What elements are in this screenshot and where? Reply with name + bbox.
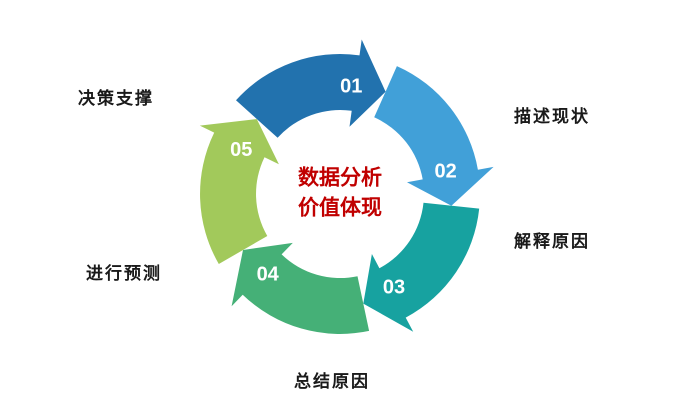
center-title-line2: 价值体现 <box>298 197 382 220</box>
label-explain-reason: 解释原因 <box>514 232 590 251</box>
segment-number-05: 05 <box>230 139 252 161</box>
cycle-arrow-05 <box>199 119 279 264</box>
label-describe-status: 描述现状 <box>514 107 590 126</box>
segment-number-03: 03 <box>383 277 405 299</box>
center-title-line1: 数据分析 <box>298 166 382 190</box>
center-title: 数据分析 价值体现 <box>298 164 382 225</box>
label-summarize-reason: 总结原因 <box>294 372 370 391</box>
cycle-arrow-04 <box>231 242 370 334</box>
label-decision-support: 决策支撑 <box>78 89 154 108</box>
cycle-arrow-02 <box>374 66 494 206</box>
segment-number-04: 04 <box>257 263 280 285</box>
segment-number-02: 02 <box>434 161 456 183</box>
label-make-prediction: 进行预测 <box>86 264 162 283</box>
cycle-arrow-03 <box>363 202 480 332</box>
segment-number-01: 01 <box>340 76 362 98</box>
cycle-arrow-01 <box>236 39 386 138</box>
